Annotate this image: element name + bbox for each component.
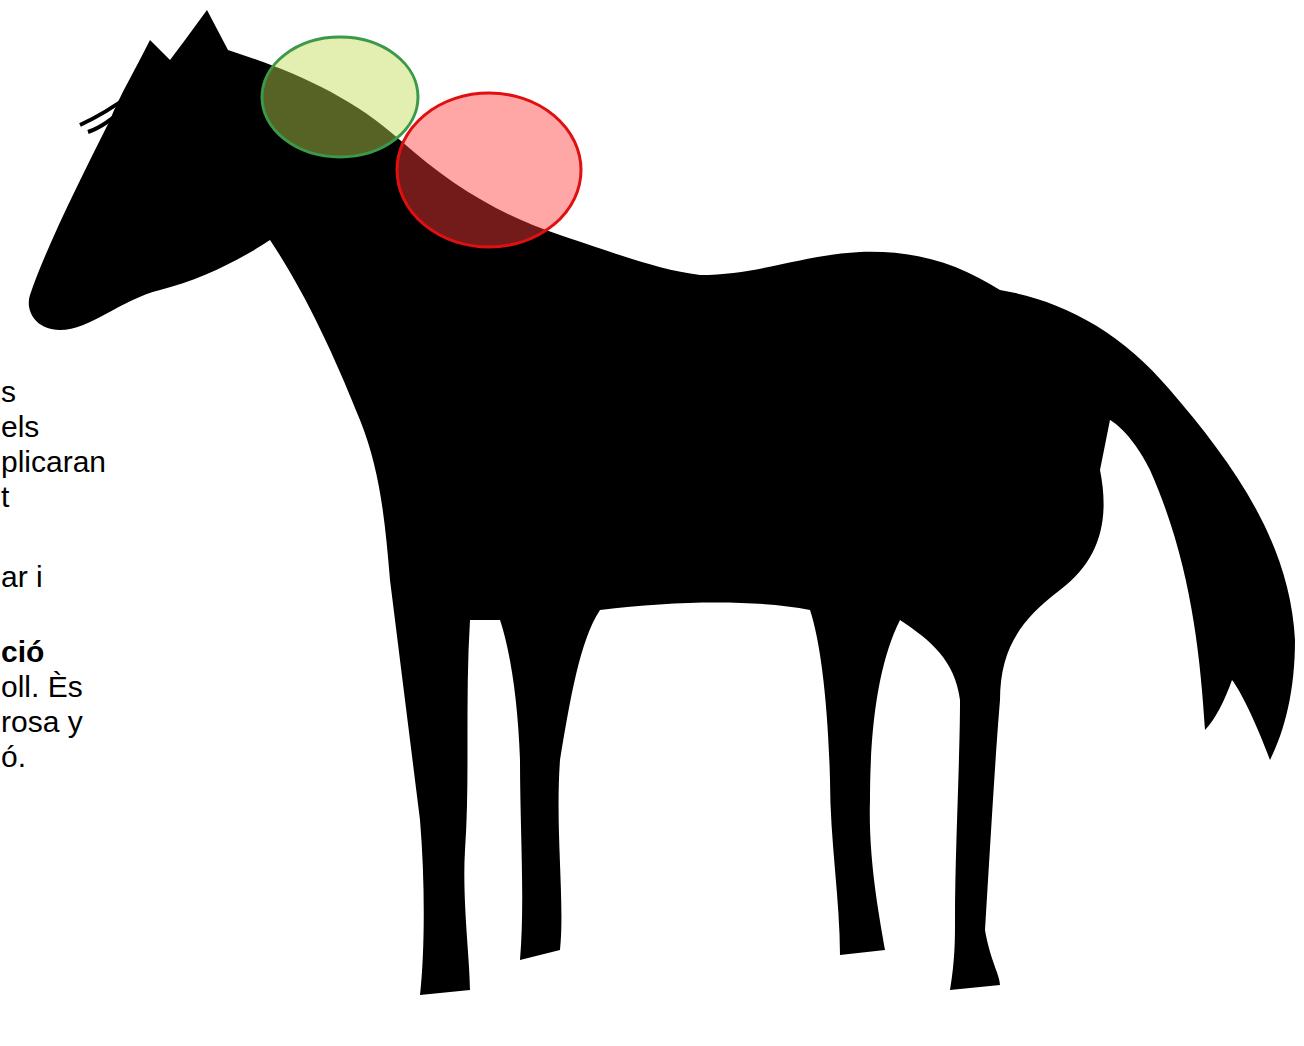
text-fragment: s: [1, 375, 16, 409]
horse-forelock: [80, 95, 130, 132]
text-fragment: rosa y: [1, 705, 83, 739]
text-fragment: ó.: [1, 740, 26, 774]
text-fragment: t: [1, 480, 9, 514]
text-fragment: oll. Ès: [1, 670, 83, 704]
text-fragment: ció: [1, 635, 44, 669]
text-fragment: ar i: [1, 560, 43, 594]
red-highlight: [397, 93, 581, 247]
text-fragment: plicaran: [1, 445, 106, 479]
green-highlight: [262, 37, 418, 157]
text-fragment: els: [1, 410, 39, 444]
horse-silhouette: [29, 10, 1295, 995]
